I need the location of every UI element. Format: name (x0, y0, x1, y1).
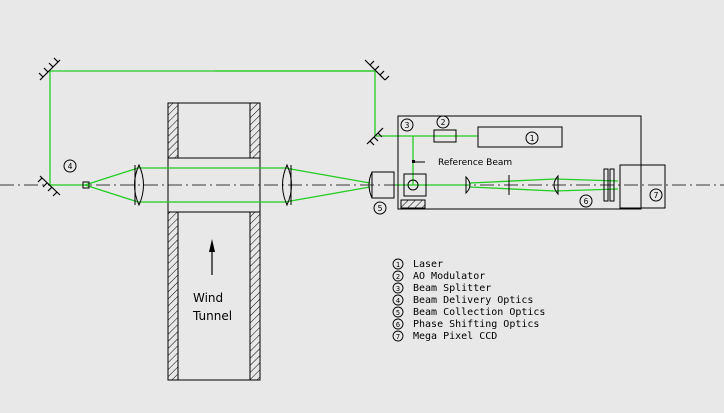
callout-1: 1 (525, 131, 539, 145)
svg-text:Mega Pixel CCD: Mega Pixel CCD (413, 331, 497, 342)
svg-text:Beam Delivery Optics: Beam Delivery Optics (413, 295, 533, 306)
legend: 1 Laser 2 AO Modulator 3 Beam Splitter 4… (392, 258, 545, 342)
wind-tunnel: Wind Tunnel (167, 102, 261, 381)
svg-text:7: 7 (396, 333, 400, 341)
svg-text:Beam Splitter: Beam Splitter (413, 283, 491, 294)
svg-text:4: 4 (68, 162, 73, 171)
svg-text:6: 6 (396, 321, 400, 329)
tunnel-wall-right-lower (249, 211, 261, 381)
point-source (82, 181, 90, 189)
svg-text:1: 1 (530, 134, 535, 143)
legend-item-4: 4 Beam Delivery Optics (392, 294, 533, 306)
ccd-camera (619, 164, 666, 209)
wind-tunnel-label-line2: Tunnel (192, 309, 232, 323)
callout-2: 2 (436, 115, 450, 129)
legend-item-1: 1 Laser (392, 258, 443, 270)
svg-text:5: 5 (396, 309, 400, 317)
callout-3: 3 (400, 118, 414, 132)
lens-collection (282, 163, 292, 207)
mirror-bottom-left (37, 175, 61, 197)
svg-text:Phase Shifting Optics: Phase Shifting Optics (413, 319, 539, 330)
legend-item-5: 5 Beam Collection Optics (392, 306, 545, 318)
svg-text:AO Modulator: AO Modulator (413, 271, 485, 282)
svg-text:7: 7 (654, 191, 659, 200)
beam-splitter (400, 173, 427, 209)
callout-4: 4 (63, 159, 77, 173)
svg-text:1: 1 (396, 261, 400, 269)
ao-modulator (433, 129, 457, 143)
lens-delivery (134, 163, 144, 207)
collection-optics (368, 171, 395, 199)
svg-text:5: 5 (378, 204, 383, 213)
svg-text:4: 4 (396, 297, 400, 305)
svg-text:6: 6 (584, 197, 589, 206)
laser (477, 126, 563, 148)
svg-text:2: 2 (396, 273, 400, 281)
callout-7: 7 (649, 188, 663, 202)
phase-shifting-optics (465, 168, 615, 202)
mirror-top-left (38, 57, 61, 81)
svg-text:Laser: Laser (413, 259, 443, 270)
tunnel-wall-right-upper (249, 102, 261, 159)
wind-tunnel-label-line1: Wind (193, 291, 223, 305)
legend-item-2: 2 AO Modulator (392, 270, 485, 282)
legend-item-6: 6 Phase Shifting Optics (392, 318, 539, 330)
callout-6: 6 (579, 194, 593, 208)
reference-beam-label: Reference Beam (438, 158, 512, 168)
svg-text:Beam Collection Optics: Beam Collection Optics (413, 307, 545, 318)
tunnel-wall-left-upper (167, 102, 179, 159)
legend-item-3: 3 Beam Splitter (392, 282, 491, 294)
mirror-top-right (364, 59, 390, 81)
mirror-pickoff (366, 127, 384, 146)
svg-text:3: 3 (396, 285, 400, 293)
svg-text:2: 2 (441, 118, 446, 127)
svg-text:3: 3 (405, 121, 410, 130)
tunnel-wall-left-lower (167, 211, 179, 381)
legend-item-7: 7 Mega Pixel CCD (392, 330, 497, 342)
callout-5: 5 (373, 201, 387, 215)
instrument-enclosure (397, 115, 642, 210)
